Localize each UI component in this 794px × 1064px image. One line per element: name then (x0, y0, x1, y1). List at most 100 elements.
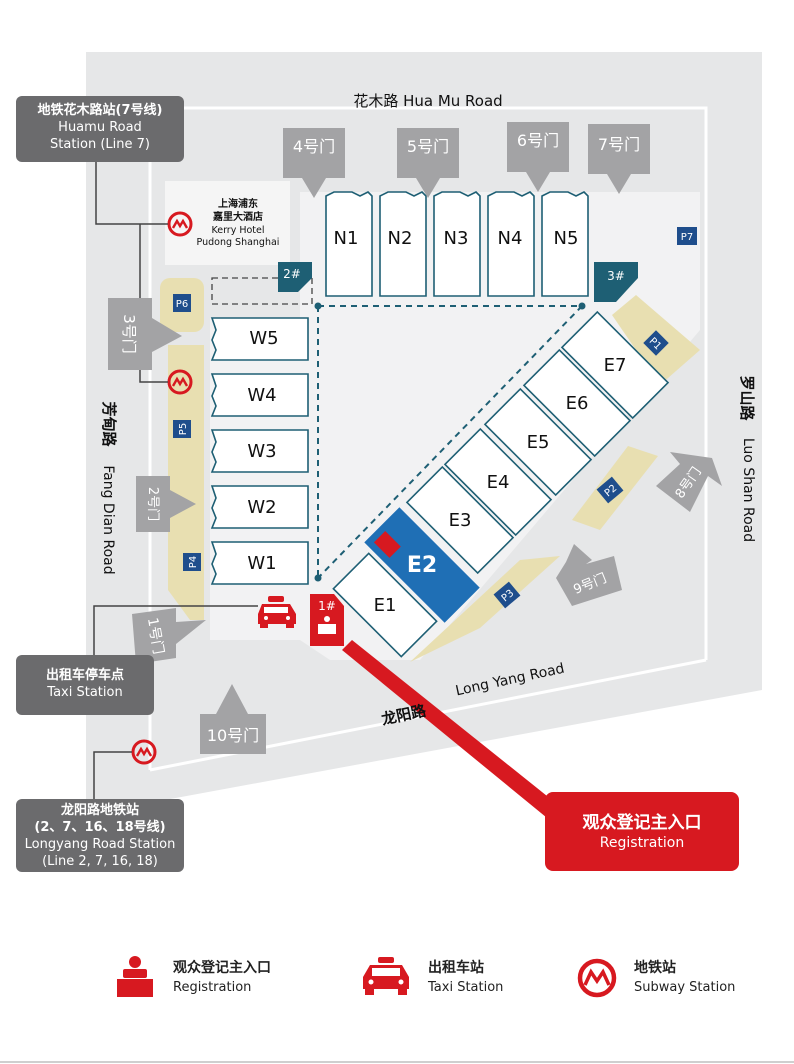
hall-E6[interactable]: E6 (522, 348, 632, 458)
gate-3[interactable]: 3号门 (108, 298, 182, 370)
gate-10[interactable]: 10号门 (200, 684, 266, 754)
callout-line: Registration (599, 835, 685, 851)
hall-W3[interactable]: W3 (210, 429, 309, 473)
hall-label: E2 (407, 553, 437, 578)
hall-label: E3 (449, 510, 472, 531)
hall-W1[interactable]: W1 (210, 541, 309, 585)
hall-N2[interactable]: N2 (379, 191, 427, 297)
registration-icon (117, 956, 153, 997)
hall-label: W5 (249, 328, 278, 349)
svg-text:1#: 1# (318, 599, 336, 613)
subway-icon[interactable] (131, 739, 157, 765)
svg-text:Kerry Hotel: Kerry Hotel (211, 225, 264, 236)
hall-E3[interactable]: E3 (405, 465, 515, 575)
hall-E5[interactable]: E5 (483, 387, 593, 497)
svg-text:6号门: 6号门 (517, 131, 559, 150)
hall-label: E4 (487, 472, 510, 493)
svg-text:10号门: 10号门 (207, 726, 259, 745)
hall-label: E5 (527, 432, 550, 453)
hall-label: N4 (498, 228, 523, 249)
gate-5[interactable]: 5号门 (397, 128, 459, 198)
connector-line (139, 224, 168, 383)
svg-text:P6: P6 (176, 299, 188, 310)
registration-icon (318, 624, 336, 634)
hall-E7[interactable]: E7 (560, 310, 670, 420)
parking-P1[interactable]: P1 (643, 330, 669, 356)
connector-line (93, 751, 132, 800)
dashed-walkway (211, 277, 313, 305)
hall-N1[interactable]: N1 (325, 191, 373, 297)
parking-P3[interactable]: P3 (493, 581, 521, 609)
connector-line (93, 605, 258, 655)
subway-icon (577, 958, 617, 998)
hotel-label: 上海浦东 嘉里大酒店 Kerry Hotel Pudong Shanghai (197, 197, 280, 248)
taxi-icon[interactable] (258, 596, 296, 628)
entrance-1[interactable]: 1# (310, 594, 344, 646)
long-yang-road (100, 652, 762, 812)
parking-P7[interactable]: P7 (677, 227, 697, 245)
subway-icon[interactable] (167, 369, 193, 395)
gate-4[interactable]: 4号门 (283, 128, 345, 198)
legend-sublabel: Taxi Station (428, 980, 504, 995)
svg-text:上海浦东: 上海浦东 (218, 197, 258, 210)
hall-N3[interactable]: N3 (433, 191, 481, 297)
svg-text:Pudong Shanghai: Pudong Shanghai (197, 237, 280, 248)
callout-line: (2、7、16、18号线) (34, 820, 166, 835)
legend-label: 观众登记主入口 (173, 960, 271, 976)
callout-registration[interactable]: 观众登记主入口 Registration (545, 792, 739, 871)
parking-P5[interactable]: P5 (173, 420, 191, 438)
entrance-2[interactable]: 2# (278, 262, 312, 292)
inner-site (210, 192, 700, 660)
gate-7[interactable]: 7号门 (588, 124, 650, 194)
luo-shan-road (722, 52, 762, 690)
road-label-luoshan-cn: 罗山路 (738, 375, 756, 421)
taxi-icon (363, 957, 409, 995)
hall-E2[interactable]: E2 (364, 507, 480, 623)
hall-E1[interactable]: E1 (332, 552, 438, 658)
walkway-node (578, 302, 586, 310)
gate-2[interactable]: 2号门 (136, 476, 196, 532)
callout-line: 龙阳路地铁站 (60, 803, 139, 818)
legend-label: 出租车站 (428, 960, 484, 976)
callout-taxi-station: 出租车停车点 Taxi Station (16, 655, 154, 715)
callout-line: (Line 2, 7, 16, 18) (42, 854, 158, 869)
callout-line: Longyang Road Station (24, 837, 176, 852)
parking-P2[interactable]: P2 (596, 476, 624, 504)
exhibition-logo (373, 531, 401, 558)
svg-text:P7: P7 (681, 232, 693, 243)
road-label-luoshan-en: Luo Shan Road (740, 438, 756, 542)
svg-text:P4: P4 (188, 556, 199, 568)
hall-W5[interactable]: W5 (210, 317, 309, 361)
parking-P6[interactable]: P6 (173, 294, 191, 312)
hall-label: E6 (566, 393, 589, 414)
callout-huamu-station: 地铁花木路站(7号线) Huamu Road Station (Line 7) (16, 96, 184, 162)
road-label-fangdian-en: Fang Dian Road (100, 465, 116, 574)
hall-W4[interactable]: W4 (210, 373, 309, 417)
registration-pointer (342, 640, 552, 822)
parking-P4[interactable]: P4 (183, 553, 201, 571)
gate-6[interactable]: 6号门 (507, 122, 569, 192)
hall-N4[interactable]: N4 (487, 191, 535, 297)
hall-E4[interactable]: E4 (443, 427, 553, 537)
subway-icon[interactable] (167, 211, 193, 237)
callout-line: Taxi Station (47, 685, 123, 700)
svg-text:5号门: 5号门 (407, 137, 449, 156)
hall-W2[interactable]: W2 (210, 485, 309, 529)
svg-text:P5: P5 (178, 423, 189, 435)
svg-text:3#: 3# (607, 269, 625, 283)
callout-line: Station (Line 7) (50, 137, 150, 152)
gate-1[interactable]: 1号门 (132, 608, 206, 664)
svg-text:2号门: 2号门 (145, 487, 160, 521)
walkway-node (314, 302, 322, 310)
walkway-diagonal (317, 305, 583, 579)
entrance-3[interactable]: 3# (594, 262, 638, 302)
svg-text:嘉里大酒店: 嘉里大酒店 (212, 210, 263, 223)
hall-label: E1 (374, 595, 397, 616)
legend-label: 地铁站 (634, 960, 676, 976)
hall-N5[interactable]: N5 (541, 191, 589, 297)
parking-area-p5 (168, 345, 204, 620)
gate-9[interactable]: 9号门 (556, 544, 622, 606)
callout-line: Huamu Road (58, 120, 142, 135)
hotel-block (165, 181, 290, 265)
